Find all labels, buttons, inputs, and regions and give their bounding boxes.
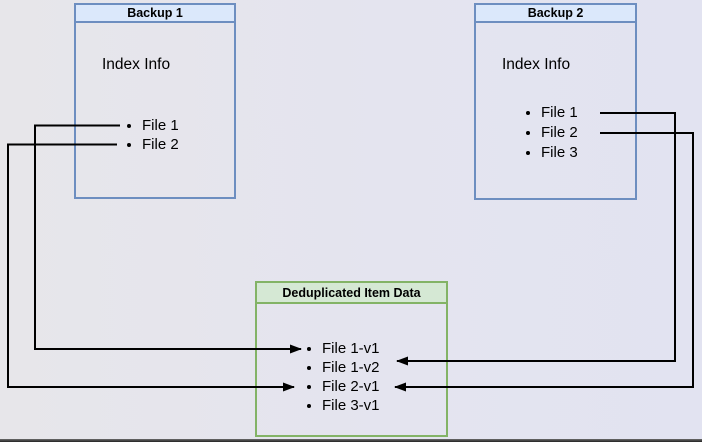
list-item: File 3-v1 [322, 396, 380, 415]
list-item: File 2-v1 [322, 377, 380, 396]
backup2-title: Backup 2 [476, 5, 635, 23]
dedup-body: File 1-v1 File 1-v2 File 2-v1 File 3-v1 [257, 304, 446, 435]
backup1-title: Backup 1 [76, 5, 234, 23]
list-item: File 1-v1 [322, 339, 380, 358]
backup2-body: Index Info File 1 File 2 File 3 [476, 23, 635, 198]
backup2-node: Backup 2 Index Info File 1 File 2 File 3 [474, 3, 637, 200]
backup1-index-info-label: Index Info [102, 56, 171, 73]
list-item: File 1 [541, 103, 578, 123]
window-bottom-edge [0, 439, 702, 442]
backup2-index-info-label: Index Info [502, 56, 571, 73]
backup2-file-list: File 1 File 2 File 3 [476, 103, 578, 163]
backup1-body: Index Info File 1 File 2 [76, 23, 234, 197]
backup1-node: Backup 1 Index Info File 1 File 2 [74, 3, 236, 199]
dedup-item-list: File 1-v1 File 1-v2 File 2-v1 File 3-v1 [257, 339, 380, 415]
list-item: File 2 [541, 123, 578, 143]
dedup-title: Deduplicated Item Data [257, 283, 446, 304]
dedup-node: Deduplicated Item Data File 1-v1 File 1-… [255, 281, 448, 437]
list-item: File 1-v2 [322, 358, 380, 377]
backup1-file-list: File 1 File 2 [76, 116, 179, 154]
list-item: File 2 [142, 135, 179, 154]
list-item: File 1 [142, 116, 179, 135]
list-item: File 3 [541, 143, 578, 163]
